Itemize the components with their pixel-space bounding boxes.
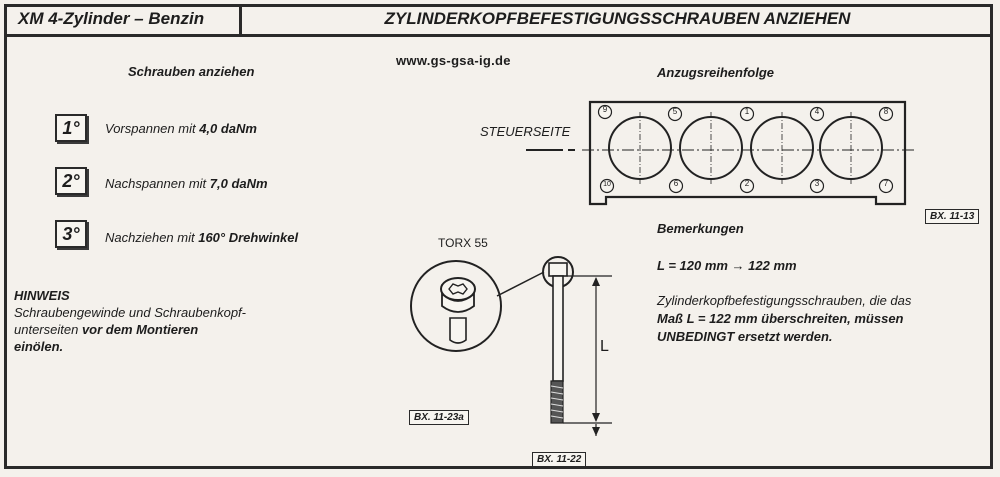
step-1-number: 1° <box>55 114 87 142</box>
step-2-number: 2° <box>55 167 87 195</box>
hinweis-line-2: unterseiten vor dem Montieren <box>14 322 199 337</box>
hinweis-line-3: einölen. <box>14 339 64 354</box>
remarks-text: Zylinderkopfbefestigungsschrauben, die d… <box>657 292 911 346</box>
header-model: XM 4-Zylinder – Benzin <box>4 4 242 37</box>
detail-ref: BX. 11-23a <box>409 410 469 425</box>
step-3-text: Nachziehen mit 160° Drehwinkel <box>105 230 299 245</box>
length-formula: L = 120 mm → 122 mm <box>657 258 797 273</box>
bolt-label-8: 8 <box>883 107 889 116</box>
cylinder-head-outline <box>588 100 907 206</box>
bolt-label-1: 1 <box>744 107 750 116</box>
bolt-head <box>548 262 568 277</box>
torx-label: TORX 55 <box>438 236 488 250</box>
bolt-label-10: 10 <box>603 181 611 188</box>
bolt-shank <box>552 275 564 382</box>
bolt-label-3: 3 <box>814 179 820 188</box>
remarks-line-3: UNBEDINGT ersetzt werden. <box>657 329 833 344</box>
torx-detail-circle <box>410 260 502 352</box>
website-url: www.gs-gsa-ig.de <box>396 53 511 68</box>
bolt-label-7: 7 <box>883 179 889 188</box>
bolt-label-5: 5 <box>672 107 678 116</box>
side-label: STEUERSEITE <box>480 124 571 139</box>
step-3-number: 3° <box>55 220 87 248</box>
step-1-text: Vorspannen mit 4,0 daNm <box>105 121 257 136</box>
step-2-text: Nachspannen mit 7,0 daNm <box>105 176 268 191</box>
bolt-ref: BX. 11-22 <box>532 452 587 467</box>
hinweis-line-1: Schraubengewinde und Schraubenkopf- <box>14 305 247 320</box>
page-frame <box>4 4 993 469</box>
diagram-title: Anzugsreihenfolge <box>657 65 775 80</box>
bolt-label-6: 6 <box>673 179 679 188</box>
remarks-line-1: Zylinderkopfbefestigungsschrauben, die d… <box>657 293 912 308</box>
torx-recess-icon <box>448 283 468 295</box>
length-label: L <box>600 338 609 355</box>
bolt-label-9: 9 <box>602 105 608 114</box>
bolt-label-2: 2 <box>744 179 750 188</box>
bolt-thread <box>550 380 564 424</box>
torx-head <box>440 277 476 301</box>
hinweis-note: HINWEIS Schraubengewinde und Schraubenko… <box>14 287 246 355</box>
hinweis-title: HINWEIS <box>14 288 70 303</box>
tightening-title: Schrauben anziehen <box>128 64 255 79</box>
detail-leader-line <box>496 271 545 297</box>
remarks-title: Bemerkungen <box>657 221 744 236</box>
diagram-ref: BX. 11-13 <box>925 209 980 224</box>
remarks-line-2: Maß L = 122 mm überschreiten, müssen <box>657 311 904 326</box>
bolt-label-4: 4 <box>814 107 820 116</box>
header-title: ZYLINDERKOPFBEFESTIGUNGSSCHRAUBEN ANZIEH… <box>242 4 993 37</box>
